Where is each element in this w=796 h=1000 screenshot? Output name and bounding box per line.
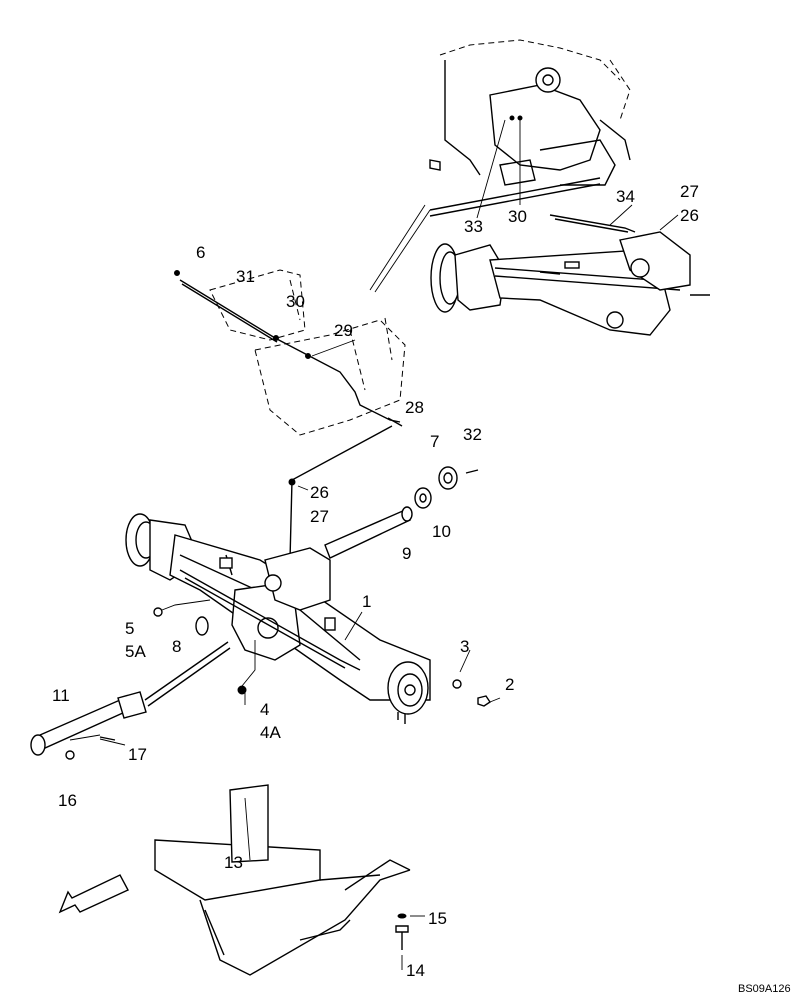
bolt-32 — [465, 469, 479, 474]
callout-15: 15 — [428, 909, 447, 928]
callout-4: 4 — [260, 700, 269, 719]
callout-1: 1 — [362, 592, 371, 611]
callout-29: 29 — [334, 321, 353, 340]
figure-code: BS09A126 — [738, 983, 791, 995]
callout-26-lower: 26 — [310, 483, 329, 502]
drive-shaft — [30, 641, 231, 760]
callout-31: 31 — [236, 267, 255, 286]
callout-16: 16 — [58, 791, 77, 810]
callout-5: 5 — [125, 619, 134, 638]
pivot-pin — [324, 506, 413, 559]
callout-11: 11 — [52, 686, 70, 705]
upper-frame-inset — [429, 39, 631, 217]
callout-32: 32 — [463, 425, 482, 444]
washer-8 — [195, 616, 209, 636]
callout-3: 3 — [460, 637, 469, 656]
washer-3 — [452, 679, 462, 689]
callout-leaders — [311, 115, 679, 641]
callout-30-middle: 30 — [286, 292, 305, 311]
front-axle-assembly — [125, 513, 431, 724]
callout-6: 6 — [196, 243, 205, 262]
nut-2 — [477, 695, 491, 707]
callout-26-upper: 26 — [680, 206, 699, 225]
plug-5 — [153, 607, 163, 617]
callout-14: 14 — [406, 961, 425, 980]
frame-line-routing-inset — [174, 269, 406, 436]
callout-27-upper: 27 — [680, 182, 699, 201]
callout-10: 10 — [432, 522, 451, 541]
washer-15 — [397, 913, 407, 919]
callout-17: 17 — [128, 745, 147, 764]
callout-34: 34 — [616, 187, 635, 206]
steering-axle-inset — [430, 214, 710, 336]
callout-labels: 1 2 3 4 4A 5 5A 6 7 8 9 10 11 13 14 15 1… — [52, 182, 699, 980]
callout-33: 33 — [464, 217, 483, 236]
callout-13: 13 — [224, 853, 243, 872]
callout-4a: 4A — [260, 723, 281, 742]
forward-arrow-icon — [58, 874, 129, 914]
callout-2: 2 — [505, 675, 514, 694]
callout-5a: 5A — [125, 642, 146, 661]
callout-30-upper: 30 — [508, 207, 527, 226]
skid-plate — [154, 784, 411, 976]
callout-28: 28 — [405, 398, 424, 417]
callout-7: 7 — [430, 432, 439, 451]
callout-27-lower: 27 — [310, 507, 329, 526]
callout-9: 9 — [402, 544, 411, 563]
callout-8: 8 — [172, 637, 181, 656]
inset-leader-line — [369, 204, 426, 291]
